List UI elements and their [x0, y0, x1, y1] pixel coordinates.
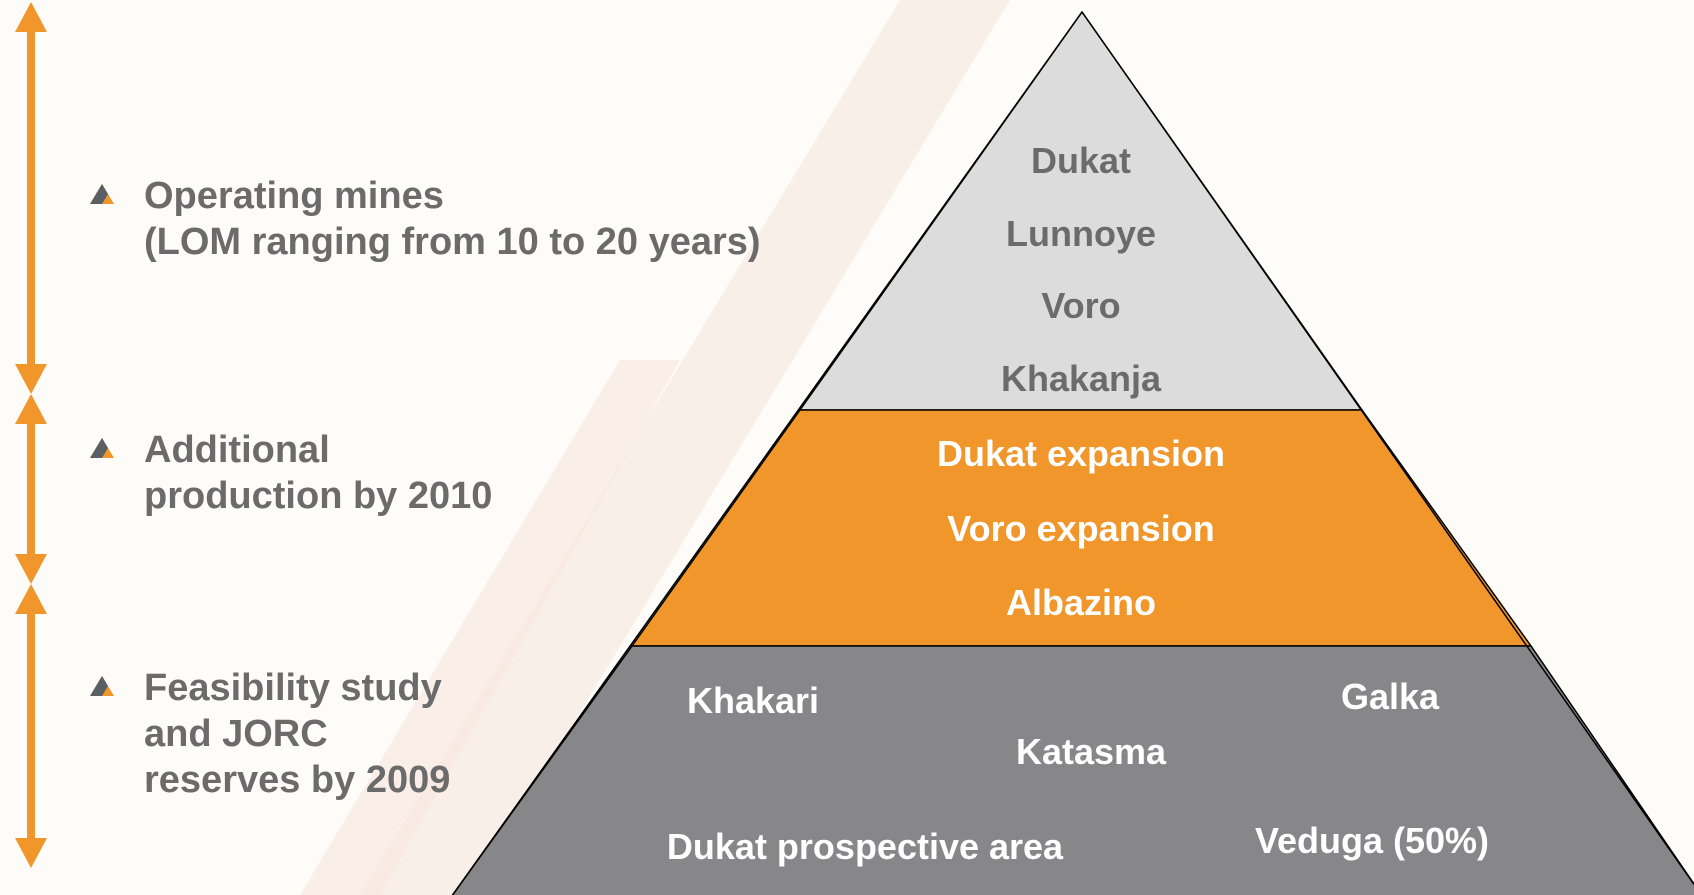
project-dukat-prospective: Dukat prospective area — [666, 826, 1064, 867]
bullet-icon — [90, 438, 114, 458]
stage-arrow-feasibility — [15, 584, 47, 868]
mine-khakanja: Khakanja — [1000, 358, 1162, 399]
mine-dukat: Dukat — [1030, 140, 1132, 181]
project-veduga: Veduga (50%) — [1254, 820, 1490, 861]
stage-label-feasibility: Feasibility study and JORC reserves by 2… — [144, 667, 451, 801]
stage-label-additional: Additional production by 2010 — [144, 429, 493, 517]
pyramid-tier-top — [798, 10, 1364, 411]
stage-arrow-operating — [15, 2, 47, 394]
mine-lunnoye: Lunnoye — [1006, 213, 1156, 254]
bullet-icon — [90, 184, 114, 204]
project-khakari: Khakari — [686, 680, 820, 721]
project-voro-expansion: Voro expansion — [947, 508, 1215, 549]
project-albazino: Albazino — [1006, 582, 1156, 623]
project-katasma: Katasma — [1015, 731, 1167, 772]
bullet-icon — [90, 676, 114, 696]
mine-voro: Voro — [1041, 285, 1121, 326]
project-galka: Galka — [1340, 676, 1440, 717]
stage-label-operating: Operating mines (LOM ranging from 10 to … — [144, 175, 761, 263]
stage-arrow-additional — [15, 394, 47, 584]
project-dukat-expansion: Dukat expansion — [936, 433, 1226, 474]
